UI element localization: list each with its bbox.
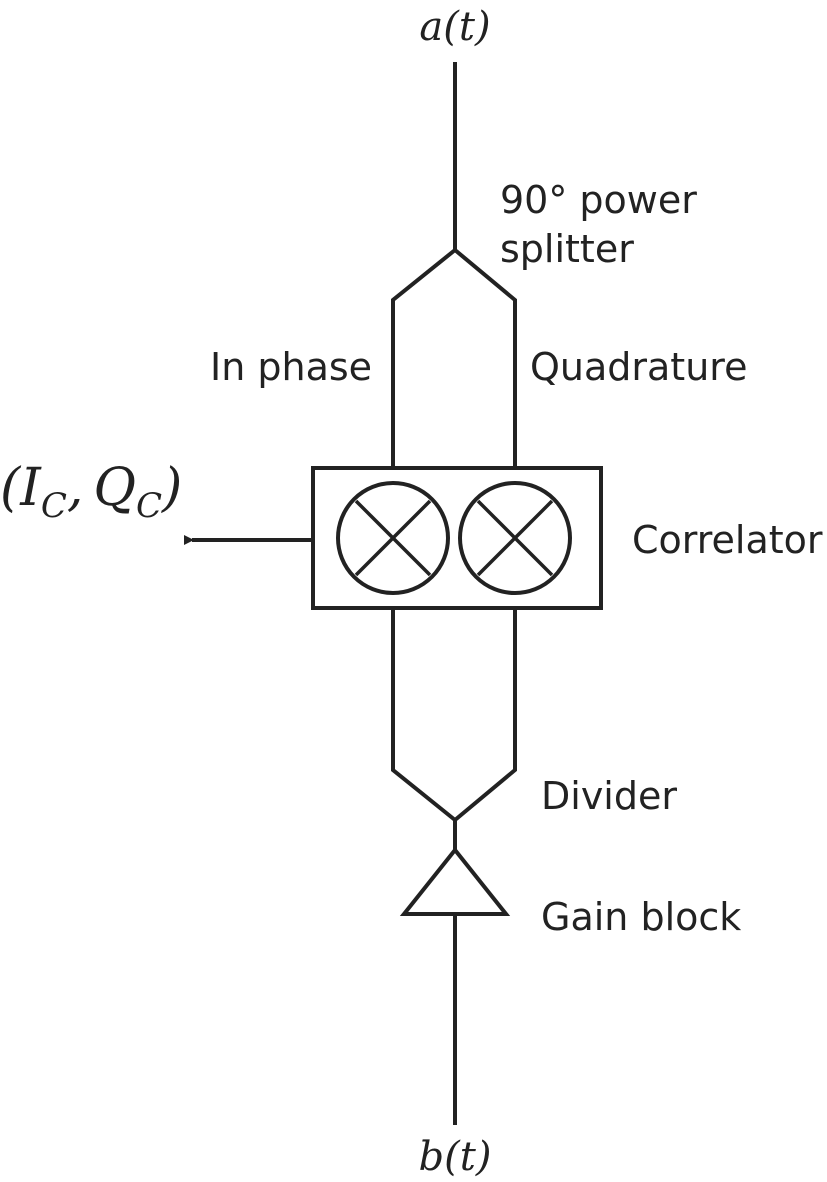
divider-branch-left <box>391 608 457 822</box>
splitter-branch-quadrature <box>453 248 517 468</box>
divider-label: Divider <box>541 774 677 818</box>
correlator-label: Correlator <box>632 518 823 562</box>
quadrature-label: Quadrature <box>530 345 747 389</box>
input-signal-label-a: a(t) <box>419 4 490 50</box>
in-phase-label: In phase <box>210 345 372 389</box>
divider-branch-right <box>453 608 517 822</box>
multiplier-icon <box>336 481 450 595</box>
input-signal-label-b: b(t) <box>419 1134 492 1180</box>
output-signal-label: (IC,QC) <box>0 458 182 526</box>
splitter-branch-in-phase <box>391 248 457 468</box>
amplifier-triangle-icon <box>399 846 511 916</box>
splitter-label-line1: 90° power <box>500 178 697 222</box>
splitter-label-line2: splitter <box>500 227 634 271</box>
gain-block-label: Gain block <box>541 895 741 939</box>
multiplier-icon <box>458 481 572 595</box>
